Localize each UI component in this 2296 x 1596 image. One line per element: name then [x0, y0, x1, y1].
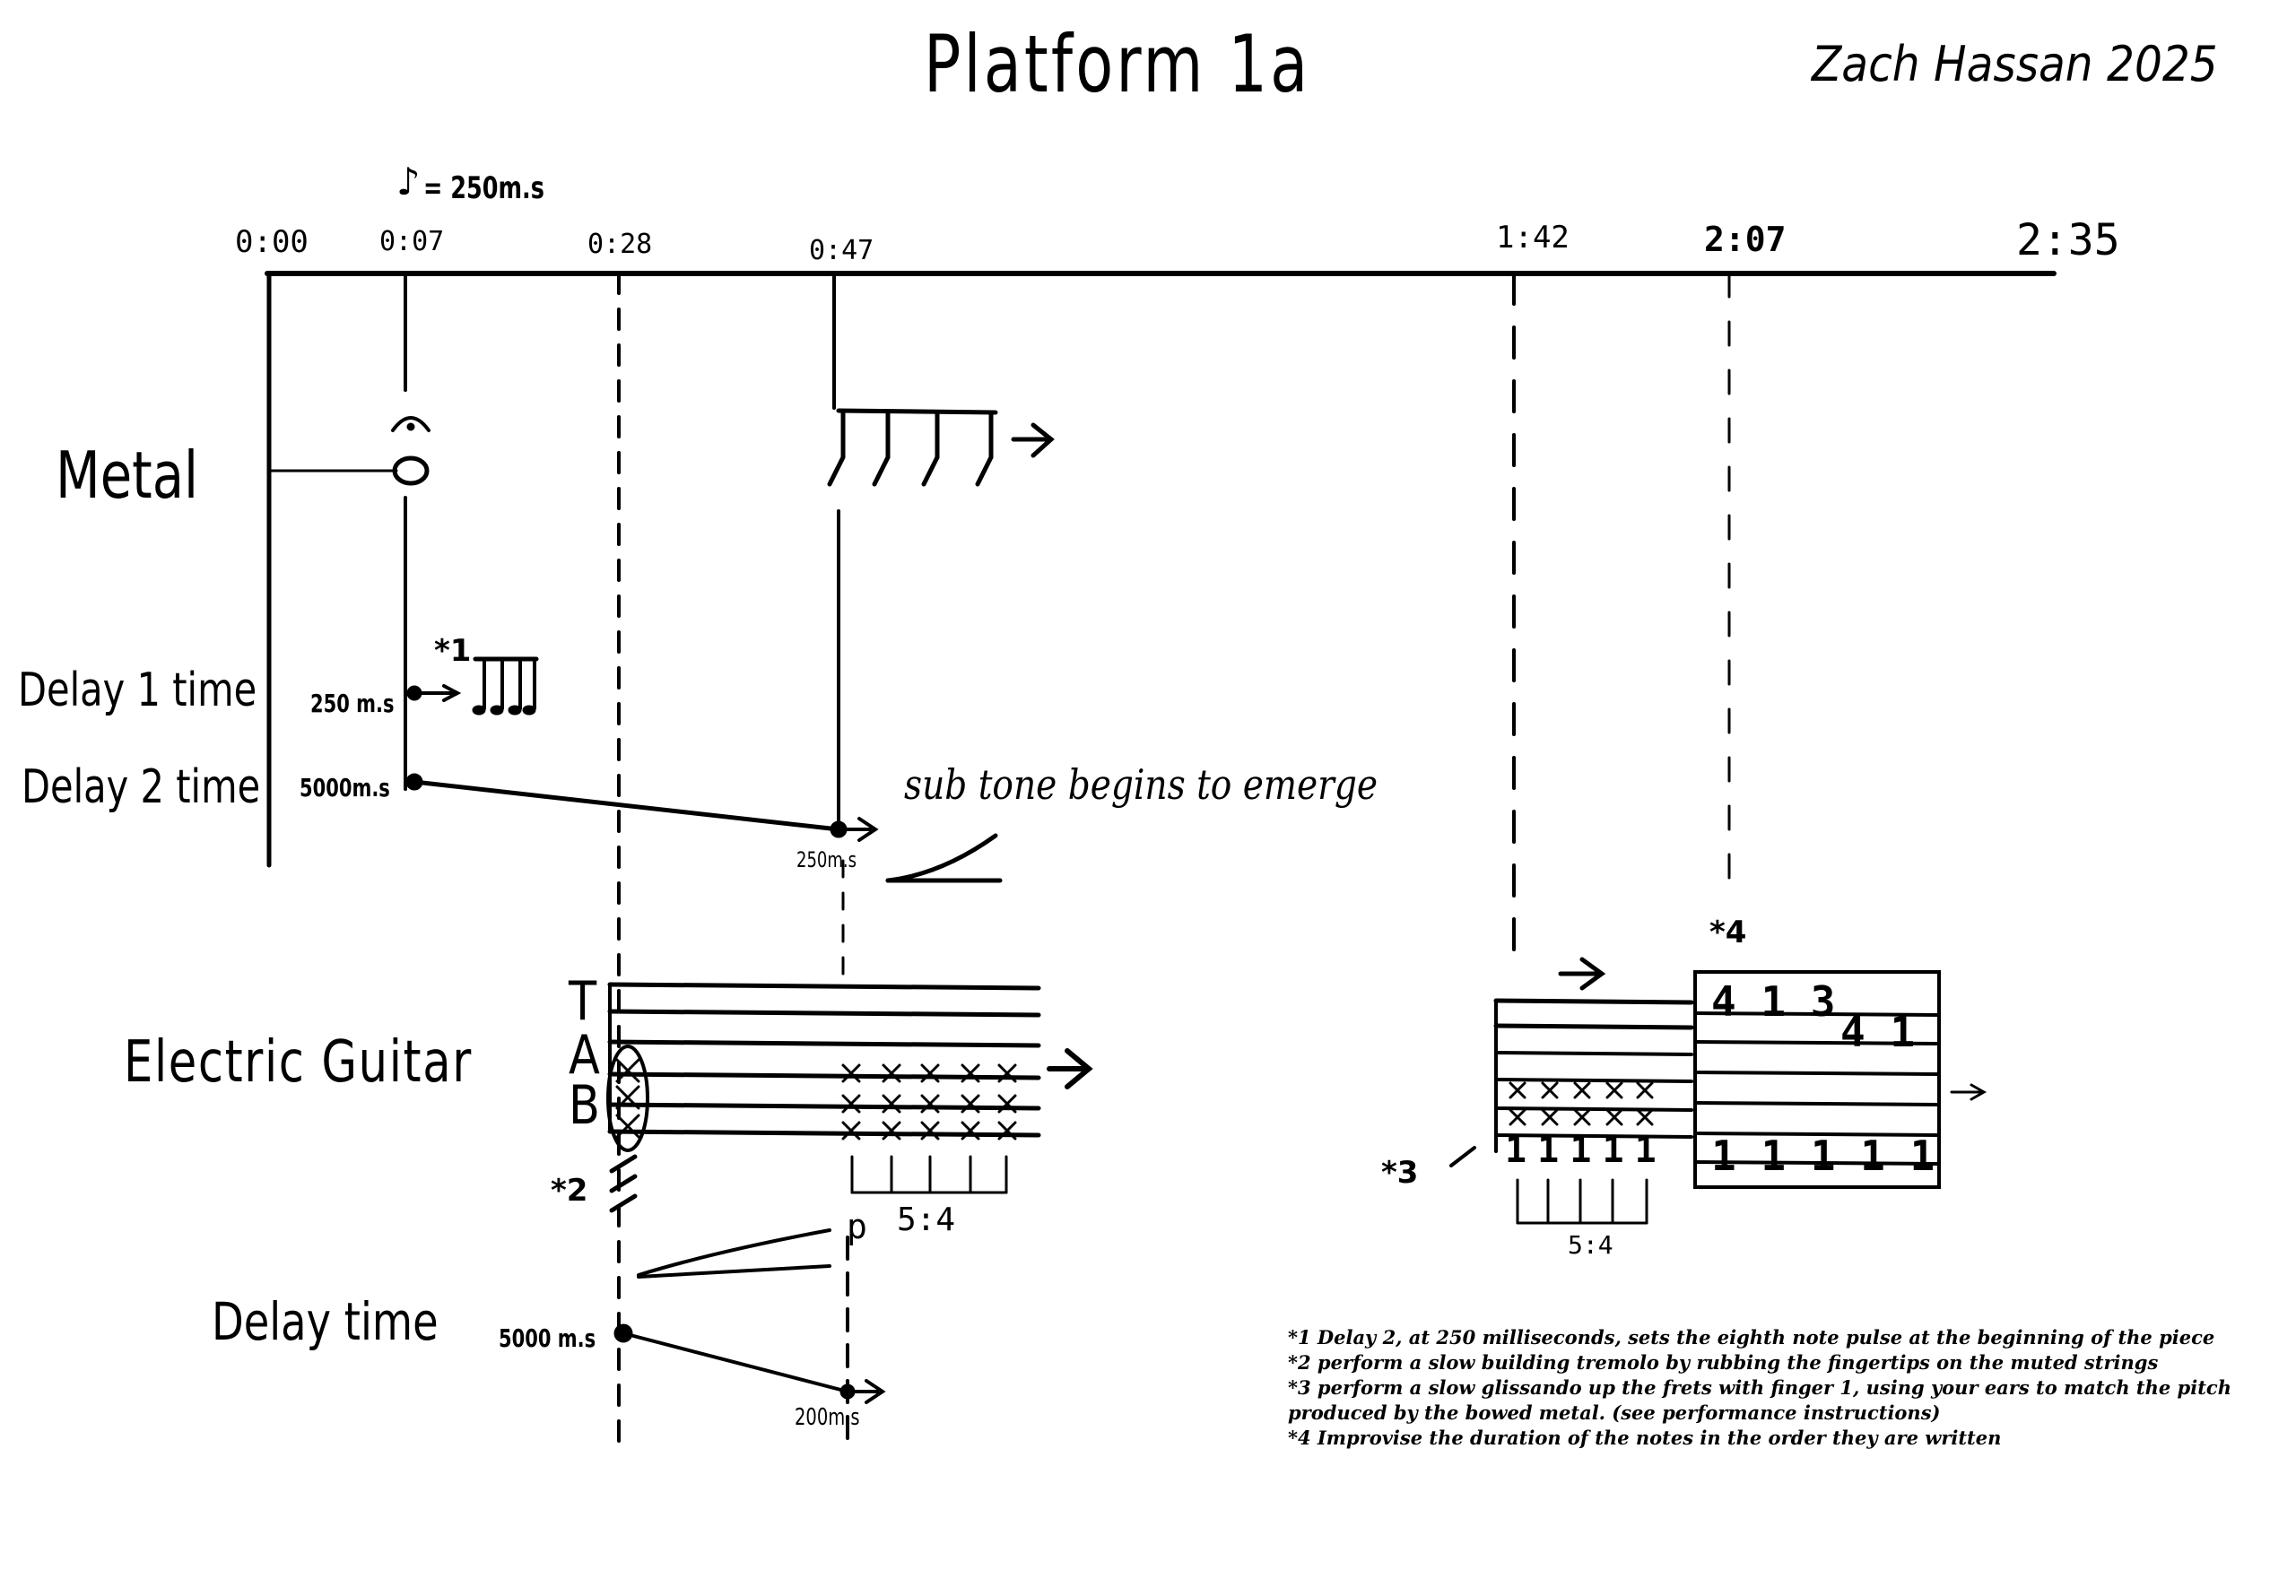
guitar-delay-ramp [622, 1331, 849, 1393]
tempo-marking: = 250m.s [423, 170, 544, 206]
footnote-marker-2: *2 [551, 1173, 588, 1209]
time-mark-2-35: 2:35 [2016, 215, 2120, 265]
instrument-guitar-delay: Delay time [212, 1291, 439, 1352]
tab-letter-t: T [569, 970, 597, 1033]
footnote-2: *2 perform a slow building tremolo by ru… [1288, 1351, 2159, 1374]
muted-strings-x-marks [615, 1058, 640, 1139]
page-title: Platform 1a [924, 18, 1311, 110]
time-mark-1-42: 1:42 [1496, 220, 1570, 256]
instrument-metal: Metal [56, 438, 199, 513]
glissando-slash [1449, 1146, 1476, 1167]
delay2-start-value: 5000m.s [300, 773, 390, 802]
sub-tone-annotation: sub tone begins to emerge [904, 760, 1378, 809]
glissando-x-marks [1509, 1081, 1654, 1126]
guitar-crescendo [637, 1228, 831, 1277]
footnote-3b: produced by the bowed metal. (see perfor… [1288, 1401, 1941, 1424]
tab-frets-high: 4 1 3 [1711, 977, 1836, 1026]
time-mark-0-00: 0:00 [235, 224, 309, 260]
time-mark-2-07: 2:07 [1704, 220, 1787, 259]
fermata-icon [391, 416, 430, 432]
tuplet-ratio-2: 5:4 [1568, 1230, 1613, 1260]
delay1-value: 250 m.s [310, 689, 395, 718]
tab-frets-low-2: 1 1 1 1 1 [1711, 1132, 1935, 1180]
footnote-4: *4 Improvise the duration of the notes i… [1288, 1427, 2002, 1449]
muted-strings-bracket [606, 1045, 649, 1152]
whole-note-icon [392, 455, 430, 486]
footnotes: *1 Delay 2, at 250 milliseconds, sets th… [1288, 1325, 2231, 1451]
footnote-1: *1 Delay 2, at 250 milliseconds, sets th… [1288, 1326, 2215, 1349]
instrument-delay2: Delay 2 time [22, 760, 261, 814]
sub-tone-crescendo [885, 833, 998, 883]
guitar-improv-box [1693, 970, 1941, 1189]
tremolo-icon [609, 1154, 638, 1213]
tab-letter-a: A [569, 1024, 600, 1087]
tuplet-ratio-1: 5:4 [897, 1201, 956, 1238]
instrument-delay1: Delay 1 time [18, 664, 257, 717]
footnote-3: *3 perform a slow glissando up the frets… [1288, 1376, 2231, 1399]
delay2-ramp [412, 779, 841, 832]
dynamic-piano: p [847, 1207, 867, 1246]
composer-credit: Zach Hassan 2025 [1812, 36, 2218, 92]
guitar-tuplet-beam-2 [1516, 1178, 1648, 1225]
guitar-tab-staff-2 [1493, 998, 1694, 1153]
guitar-tuplet-beam-1 [850, 1155, 1008, 1194]
time-mark-0-07: 0:07 [379, 226, 445, 257]
footnote-marker-1: *1 [434, 633, 472, 669]
eighth-note-icon: ♪ [396, 160, 421, 204]
delay2-end-value: 250m.s [796, 847, 857, 872]
guitar-delay-start-value: 5000 m.s [499, 1323, 596, 1353]
footnote-marker-3: *3 [1381, 1155, 1419, 1191]
footnote-marker-4: *4 [1709, 915, 1747, 950]
instrument-electric-guitar: Electric Guitar [124, 1029, 473, 1096]
delay1-pulse-notes [472, 656, 539, 716]
time-mark-0-47: 0:47 [809, 235, 874, 266]
metal-pulse-notes [827, 408, 1055, 487]
tab-letter-b: B [569, 1074, 600, 1137]
guitar-x-grid [841, 1063, 1017, 1141]
time-mark-0-28: 0:28 [587, 229, 653, 260]
